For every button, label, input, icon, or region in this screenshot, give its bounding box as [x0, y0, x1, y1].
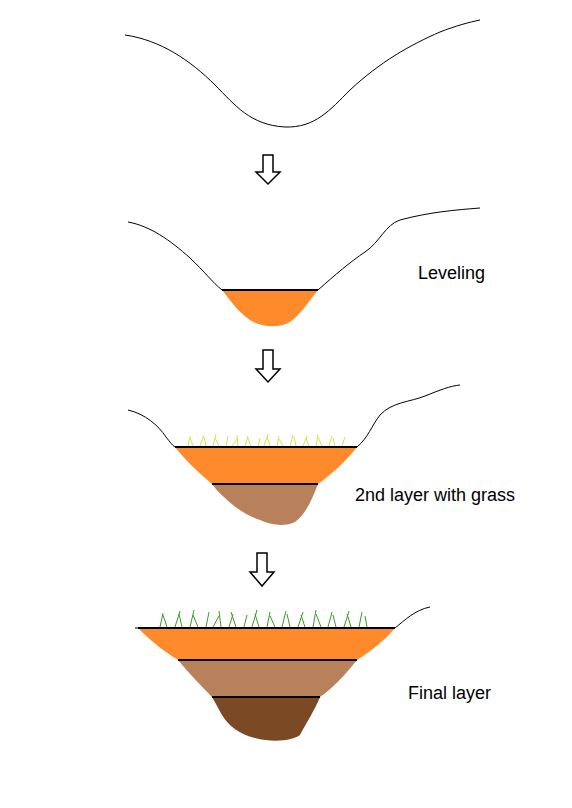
down-arrow: [250, 553, 274, 586]
down-arrow: [256, 350, 280, 382]
young-grass: [188, 434, 345, 446]
valley-profile: [135, 628, 138, 629]
stage-label: Leveling: [418, 262, 485, 284]
valley-profile: [128, 222, 222, 290]
fill-layer-brown: [212, 484, 318, 525]
valley-profile: [395, 607, 430, 628]
stage-label: 2nd layer with grass: [355, 484, 515, 506]
fill-layer-orange: [175, 447, 357, 484]
valley-profile: [357, 385, 460, 447]
fill-layer-orange: [222, 290, 318, 326]
fill-layer-dark-brown: [212, 697, 320, 741]
stage-label: Final layer: [408, 682, 491, 704]
layer-line: [175, 446, 357, 448]
fill-layer-brown: [178, 660, 357, 697]
layer-line: [138, 627, 395, 629]
layer-line: [178, 659, 357, 661]
layer-line: [212, 483, 318, 485]
grown-grass: [160, 610, 367, 627]
valley-profile: [128, 410, 175, 447]
down-arrow: [256, 155, 280, 184]
valley-profile: [125, 20, 480, 127]
fill-layer-orange: [138, 628, 395, 660]
layer-line: [212, 696, 320, 698]
layer-line: [222, 289, 318, 291]
